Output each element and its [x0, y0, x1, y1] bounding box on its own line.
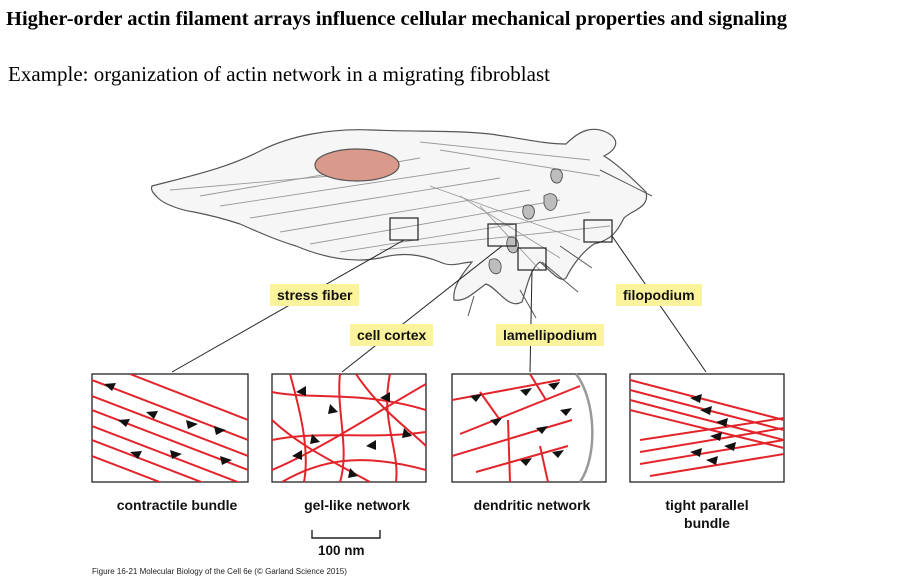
filopodium-protrusion [559, 245, 593, 269]
panel-tight-parallel-bundle [629, 373, 785, 483]
filopodium-protrusion [467, 295, 475, 317]
caption-line: bundle [684, 515, 730, 531]
filopodium-protrusion [541, 261, 579, 293]
arrowheads [292, 386, 412, 478]
arrowheads [690, 394, 736, 465]
page-title: Higher-order actin filament arrays influ… [6, 8, 788, 30]
fibroblast-cell [150, 128, 653, 319]
label-stress-fiber: stress fiber [270, 284, 360, 306]
figure-credit: Figure 16-21 Molecular Biology of the Ce… [92, 567, 347, 576]
scale-bar [311, 530, 381, 539]
leader-line-stress-fiber [171, 239, 405, 373]
panel-dendritic-network [451, 373, 607, 483]
page-subtitle: Example: organization of actin network i… [8, 62, 550, 86]
filopodium-protrusion [519, 289, 537, 319]
leader-lines [171, 235, 707, 373]
label-lamellipodium: lamellipodium [496, 324, 605, 346]
arrowheads [104, 383, 232, 465]
leader-line-cell-cortex [341, 245, 503, 373]
caption-line: tight parallel [665, 497, 749, 513]
filaments [272, 374, 426, 482]
filaments [92, 374, 248, 482]
plasma-membrane [575, 373, 594, 483]
panel-contractile-bundle [91, 373, 249, 483]
arrowheads [470, 382, 572, 466]
caption-dendritic-network: dendritic network [473, 497, 591, 513]
caption-contractile-bundle: contractile bundle [116, 497, 238, 513]
filopodium-protrusion [599, 169, 653, 197]
caption-tight-parallel-bundle: tight parallel bundle [630, 496, 784, 532]
scale-bar-label: 100 nm [318, 543, 365, 558]
zoom-box-filopodium [583, 219, 613, 243]
caption-gel-like-network: gel-like network [304, 497, 410, 513]
lamellipodium-ruffles [488, 168, 563, 275]
cell-outline [150, 128, 648, 305]
label-filopodium: filopodium [616, 284, 702, 306]
filaments [630, 379, 784, 477]
filaments [452, 374, 581, 482]
panel-gel-like-network [271, 373, 427, 483]
nucleus [314, 148, 400, 182]
label-cell-cortex: cell cortex [350, 324, 434, 346]
leader-line-lamellipodium [529, 269, 533, 373]
